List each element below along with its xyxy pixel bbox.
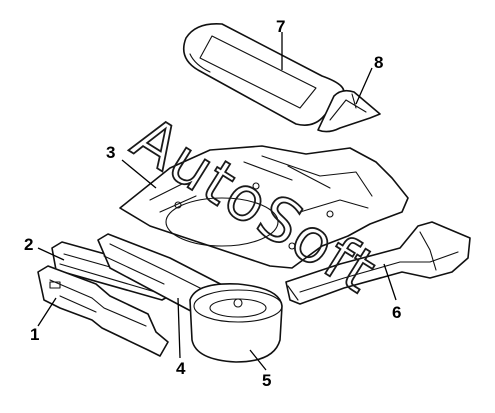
- callout-6: 6: [392, 303, 401, 322]
- callout-3: 3: [106, 143, 115, 162]
- callout-7: 7: [276, 17, 285, 36]
- part-3-rear-floor-panel: [119, 145, 409, 269]
- callouts: 7 8 3 2 1 4 5 6: [24, 17, 401, 390]
- leader-line-3: [121, 159, 157, 189]
- callout-5: 5: [262, 371, 271, 390]
- callout-8: 8: [374, 53, 383, 72]
- part-6-side-member: [285, 221, 471, 305]
- leader-line-2: [37, 247, 65, 261]
- part-7-parcel-shelf: [182, 22, 345, 126]
- callout-1: 1: [30, 325, 39, 344]
- callout-2: 2: [24, 235, 33, 254]
- callout-4: 4: [176, 359, 186, 378]
- leader-line-4: [177, 297, 181, 359]
- leader-line-1: [37, 297, 57, 327]
- leader-line-8: [355, 67, 373, 105]
- leader-lines: [37, 32, 397, 371]
- leader-line-5: [249, 349, 267, 371]
- part-5-spare-wheel-well: [189, 283, 283, 363]
- leader-line-6: [383, 263, 397, 301]
- part-8-shelf-bracket: [317, 89, 381, 133]
- part-1-bumper-reinforcement: [37, 265, 169, 357]
